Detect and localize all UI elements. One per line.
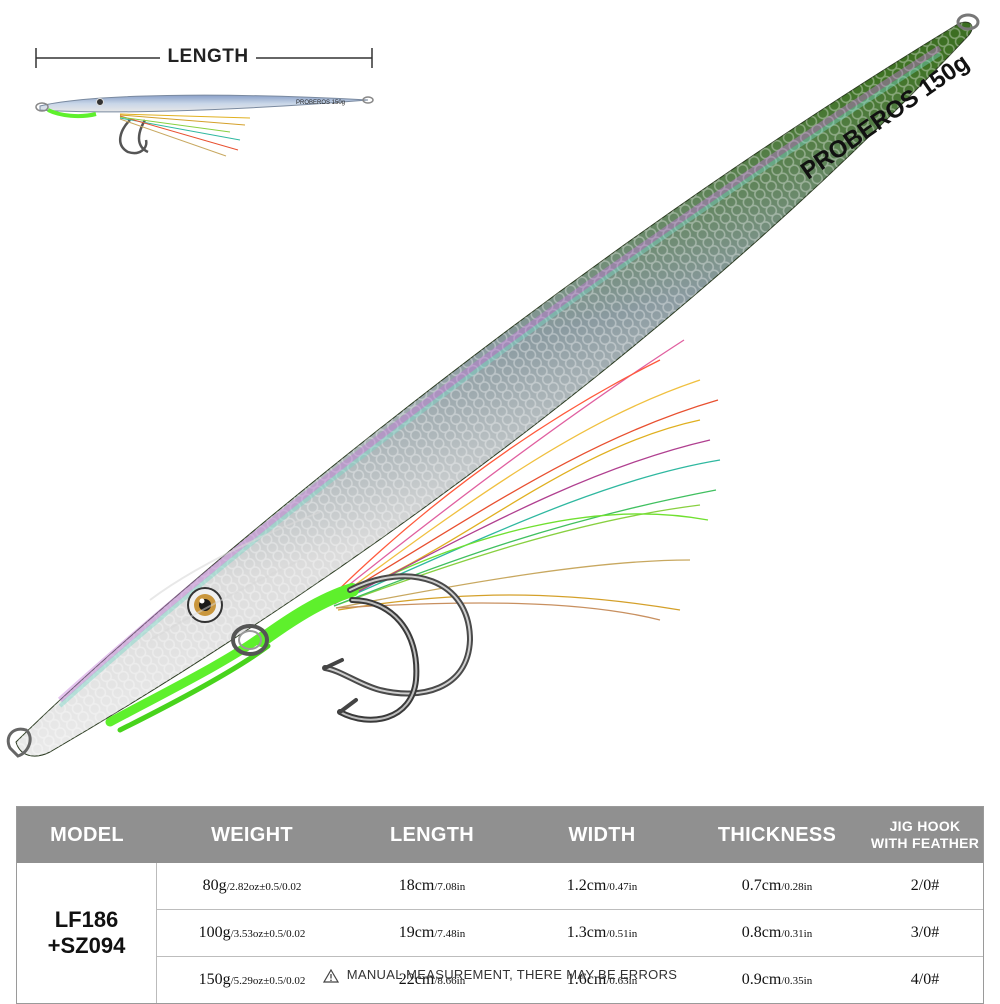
- product-illustration: PROBEROS 150g: [6, 13, 980, 758]
- hook-cell: 4/0#: [910, 971, 940, 988]
- weight-cell: 80g/2.82oz±0.5/0.02: [202, 877, 302, 894]
- header-model: MODEL: [50, 823, 124, 846]
- small-brand-text: PROBEROS 150g: [296, 100, 345, 106]
- hook-cell: 3/0#: [910, 924, 940, 941]
- small-lure-side-view: PROBEROS 150g: [35, 94, 374, 157]
- weight-cell: 100g/3.53oz±0.5/0.02: [198, 924, 306, 941]
- width-cell: 1.6cm/0.63in: [566, 971, 638, 988]
- model-cell: LF186 +SZ094: [17, 863, 157, 1003]
- table-row: 80g/2.82oz±0.5/0.02 18cm/7.08in 1.2cm/0.…: [157, 863, 983, 910]
- header-width: WIDTH: [568, 823, 636, 846]
- hook-cell: 2/0#: [910, 877, 940, 894]
- spec-table-body: LF186 +SZ094 80g/2.82oz±0.5/0.02 18cm/7.…: [17, 863, 983, 1003]
- measurement-note: MANUAL MEASUREMENT, THERE MAY BE ERRORS: [0, 967, 1000, 983]
- thickness-cell: 0.9cm/0.35in: [741, 971, 813, 988]
- header-thickness: THICKNESS: [717, 823, 837, 846]
- model-code: LF186: [54, 907, 119, 932]
- split-ring: [231, 624, 269, 656]
- spec-table-header: MODEL WEIGHT LENGTH WIDTH THICKNESS JIG …: [17, 807, 983, 863]
- length-cell: 18cm/7.08in: [398, 877, 466, 894]
- table-row: 150g/5.29oz±0.5/0.02 22cm/8.66in 1.6cm/0…: [157, 957, 983, 1003]
- header-hook-line2: WITH FEATHER: [870, 835, 980, 851]
- thickness-cell: 0.7cm/0.28in: [741, 877, 813, 894]
- length-label: LENGTH: [160, 46, 256, 68]
- header-length: LENGTH: [389, 823, 475, 846]
- length-dimension: [35, 48, 373, 68]
- weight-cell: 150g/5.29oz±0.5/0.02: [198, 971, 306, 988]
- double-hook: [322, 573, 474, 723]
- spec-table: MODEL WEIGHT LENGTH WIDTH THICKNESS JIG …: [16, 806, 984, 1004]
- spec-rows: 80g/2.82oz±0.5/0.02 18cm/7.08in 1.2cm/0.…: [157, 863, 983, 1003]
- measurement-note-text: MANUAL MEASUREMENT, THERE MAY BE ERRORS: [346, 967, 678, 982]
- thickness-cell: 0.8cm/0.31in: [741, 924, 813, 941]
- length-cell: 19cm/7.48in: [398, 924, 466, 941]
- header-weight: WEIGHT: [211, 823, 293, 846]
- width-cell: 1.3cm/0.51in: [566, 924, 638, 941]
- header-hook-line1: JIG HOOK: [889, 818, 961, 834]
- header-hook: JIG HOOK WITH FEATHER: [867, 818, 983, 852]
- model-hook-code: +SZ094: [47, 933, 126, 958]
- table-row: 100g/3.53oz±0.5/0.02 19cm/7.48in 1.3cm/0…: [157, 910, 983, 957]
- warning-icon: [322, 968, 339, 983]
- width-cell: 1.2cm/0.47in: [566, 877, 638, 894]
- jig-lure-drawing: PROBEROS 150g: [6, 13, 980, 758]
- main-lure-body: PROBEROS 150g: [6, 13, 980, 758]
- length-cell: 22cm/8.66in: [398, 971, 466, 988]
